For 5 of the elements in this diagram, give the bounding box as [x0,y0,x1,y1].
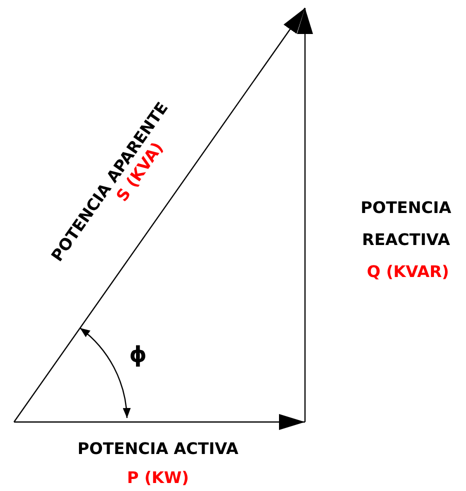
vector-label: POTENCIA ACTIVA [78,438,238,460]
unit-label: P (KW) [127,467,189,489]
vector-label: POTENCIA REACTIVA [360,197,452,251]
angle-symbol: ϕ [129,342,147,370]
unit-label: Q (KVAR) [366,261,450,283]
